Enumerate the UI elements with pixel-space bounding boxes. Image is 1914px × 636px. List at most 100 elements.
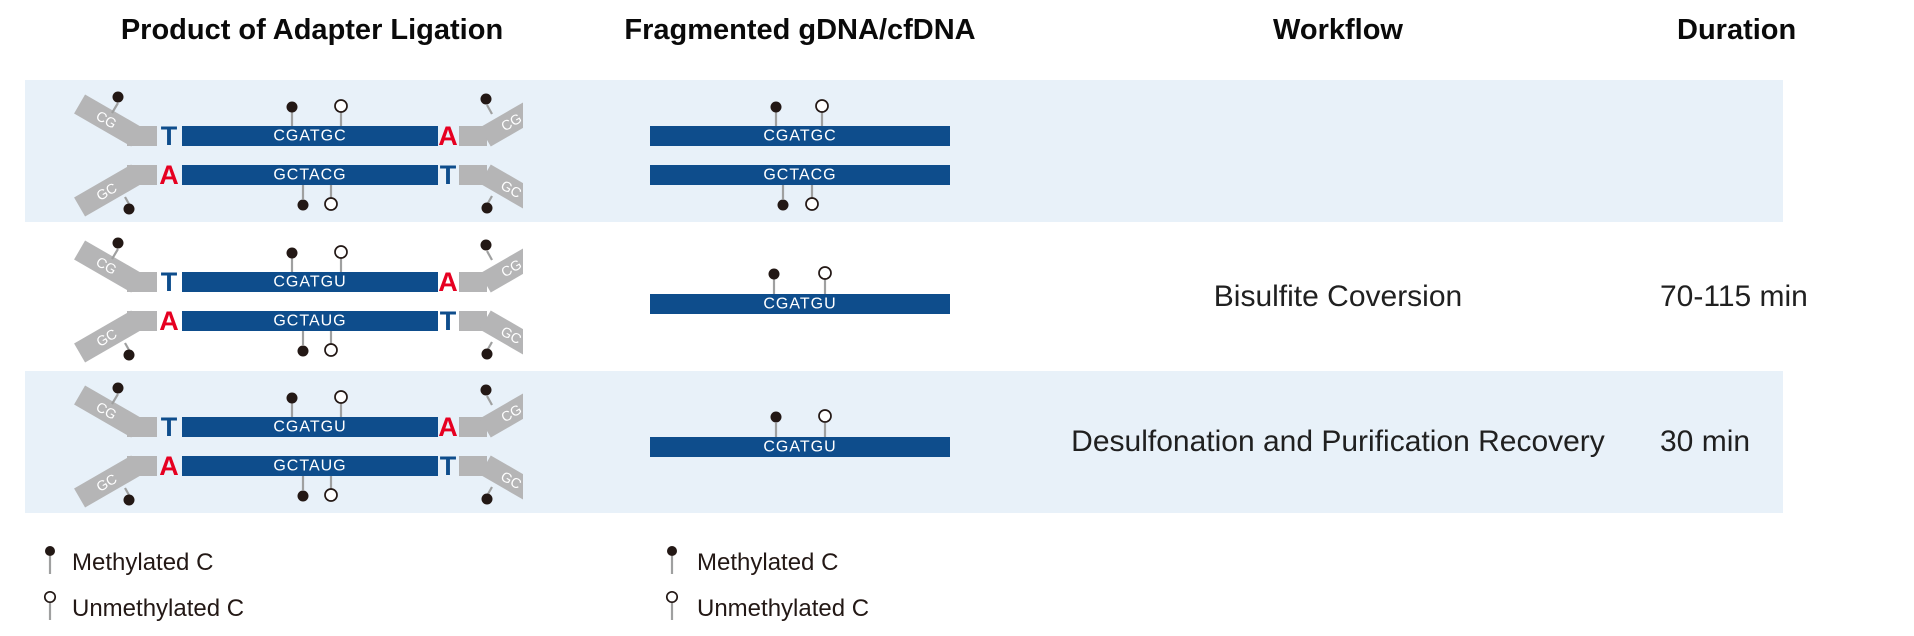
dna-strand-bar (182, 272, 438, 292)
adapter-arm (479, 164, 523, 214)
legend-label-methylated-2: Methylated C (697, 549, 839, 576)
bottom-strand: GC A GCTACG T GC (74, 160, 523, 217)
adapter-stub (127, 165, 157, 185)
overhang-right: A (438, 121, 458, 151)
overhang-left: A (159, 160, 179, 190)
column-header-duration: Duration (1677, 14, 1797, 46)
unmethylated-c-icon (334, 99, 348, 113)
adapter-arm-right-top: CG (479, 97, 523, 147)
sequence-label: GCTAUG (273, 458, 346, 475)
bottom-strand: GC A GCTAUG T GC (74, 451, 523, 508)
methylated-c-icon (777, 199, 789, 211)
adapter-stub (459, 272, 487, 292)
unmethylated-c-icon (324, 343, 338, 357)
dna-strand-bar (182, 456, 438, 476)
methylated-c-icon (297, 199, 309, 211)
overhang-right: T (440, 160, 457, 190)
adapter-ligation-diagram-row3: CG T CGATGU A CG GC (74, 382, 523, 508)
sequence-label: GCTACG (763, 167, 836, 184)
overhang-left: T (161, 267, 178, 297)
adapter-arm (74, 310, 143, 363)
methylated-c-icon (45, 546, 55, 574)
methylated-c-icon (112, 237, 124, 249)
unmethylated-c-icon (818, 409, 832, 423)
adapter-stub (459, 417, 487, 437)
unmethylated-c-icon (805, 197, 819, 211)
adapter-stub (127, 311, 157, 331)
methylated-c-icon (286, 101, 298, 113)
methylated-c-icon (770, 101, 782, 113)
lollipop-stem (486, 250, 493, 261)
adapter-stub (459, 456, 487, 476)
sequence-label: CGATGU (763, 296, 836, 313)
adapter-ligation-diagram-row2: CG T CGATGU A CG GC (74, 237, 523, 363)
lollipop-stem (487, 195, 493, 204)
legend-label-unmethylated-2: Unmethylated C (697, 595, 870, 622)
lollipop-stem (486, 104, 493, 115)
methylated-c-icon (297, 490, 309, 502)
unmethylated-c-icon (324, 488, 338, 502)
adapter-stub (127, 417, 157, 437)
methylated-c-icon (480, 239, 492, 251)
duration-cell-row3: 30 min (1660, 425, 1751, 458)
adapter-arm (479, 310, 523, 360)
bottom-strand: GC A GCTAUG T GC (74, 306, 523, 363)
filled-dot (45, 546, 55, 556)
methylated-c-icon (480, 93, 492, 105)
adapter-arm (74, 385, 143, 438)
open-dot (665, 590, 679, 604)
overhang-right: A (438, 267, 458, 297)
unmethylated-c-icon (334, 390, 348, 404)
top-strand: CG T CGATGU A CG (74, 382, 523, 442)
adapter-ligation-diagram-row1: CG T CGATGC A CG GC (74, 91, 523, 217)
methylated-c-icon (286, 392, 298, 404)
open-dot (43, 590, 57, 604)
unmethylated-c-icon (334, 245, 348, 259)
methylated-c-icon (123, 494, 135, 506)
dna-strand-bar (182, 311, 438, 331)
sequence-label: GCTAUG (273, 313, 346, 330)
unmethylated-c-icon (815, 99, 829, 113)
column-header-fragment: Fragmented gDNA/cfDNA (624, 14, 976, 46)
top-strand: CG T CGATGC A CG (74, 91, 523, 151)
methylated-c-icon (770, 411, 782, 423)
unmethylated-c-icon (43, 590, 57, 620)
methylated-c-icon (297, 345, 309, 357)
overhang-left: T (161, 412, 178, 442)
lollipop-stem (486, 395, 493, 406)
legend-label-methylated: Methylated C (72, 549, 214, 576)
filled-dot (667, 546, 677, 556)
lollipop-stem (124, 342, 130, 351)
dna-strand-bar (650, 126, 950, 146)
column-header-workflow: Workflow (1273, 14, 1403, 46)
unmethylated-c-icon (324, 197, 338, 211)
methylated-c-icon (768, 268, 780, 280)
adapter-arm (479, 243, 523, 293)
adapter-arm-right-bottom: GC (479, 164, 523, 214)
methylated-c-icon (112, 91, 124, 103)
sequence-label: CGATGU (273, 274, 346, 291)
lollipop-stem (124, 487, 130, 496)
sequence-label: CGATGU (273, 419, 346, 436)
dna-strand-bar (650, 437, 950, 457)
adapter-arm (479, 455, 523, 505)
lollipop-stem (111, 102, 119, 114)
methylated-c-icon (123, 203, 135, 215)
lollipop-stem (124, 196, 130, 205)
overhang-right: T (440, 306, 457, 336)
dna-strand-bar (182, 417, 438, 437)
methylated-c-icon (481, 202, 493, 214)
adapter-arm (479, 388, 523, 438)
sequence-label: GCTACG (273, 167, 346, 184)
overhang-left: T (161, 121, 178, 151)
lollipop-stem (487, 341, 493, 350)
lollipop-stem (111, 393, 119, 405)
adapter-arm (74, 240, 143, 293)
overhang-right: A (438, 412, 458, 442)
column-header-product: Product of Adapter Ligation (120, 14, 504, 46)
workflow-cell-row2: Bisulfite Coversion (1213, 279, 1463, 313)
fragmented-dna-diagram-row3: CGATGU (650, 409, 950, 457)
adapter-stub (459, 165, 487, 185)
overhang-left: A (159, 451, 179, 481)
